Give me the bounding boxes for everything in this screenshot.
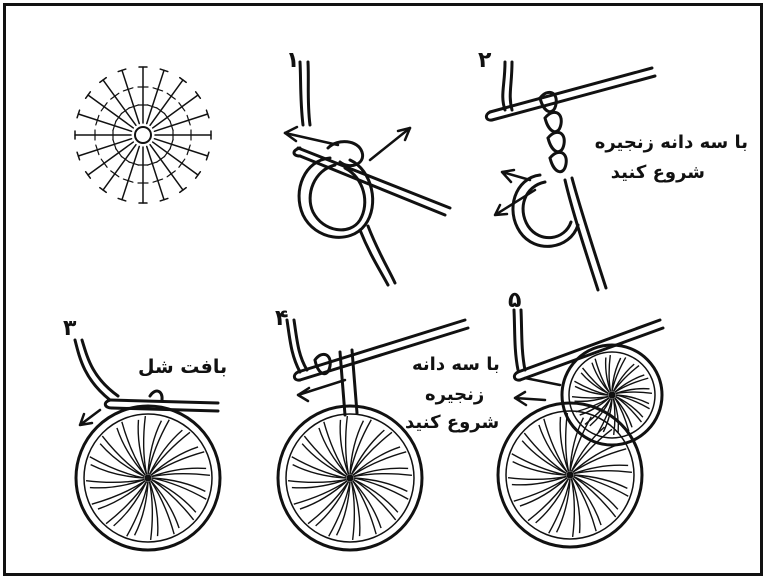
step2-number: ۲	[478, 50, 491, 72]
chart-stitch-bar	[157, 156, 165, 162]
step5-circle-stitches	[508, 413, 632, 537]
chart-stitch-bar	[157, 108, 165, 114]
step4-label-line2: زنجیره	[425, 384, 484, 405]
step5-upper-stitches	[572, 355, 652, 435]
step5-illustration	[498, 310, 663, 547]
step1-number: ۱	[286, 50, 299, 72]
chart-stitch	[78, 114, 131, 131]
chart-stitch-bar	[167, 93, 175, 99]
step3-circle-stitches	[86, 416, 210, 540]
stitch-chart-symbol	[75, 67, 211, 203]
chart-stitch	[147, 146, 164, 199]
chart-stitch	[122, 70, 139, 123]
chart-stitch-cap	[86, 92, 91, 98]
chart-stitch-cap	[196, 172, 201, 178]
step3-number: ۳	[63, 318, 76, 340]
chart-stitch-cap	[100, 78, 106, 83]
step3-label: بافت شل	[138, 356, 227, 378]
chart-stitch-bar	[116, 113, 122, 121]
chart-stitch-bar	[164, 113, 170, 121]
chart-stitch-cap	[180, 78, 186, 83]
chart-stitch	[78, 139, 131, 156]
chart-stitch-bar	[167, 171, 175, 177]
step4-label-line3: شروع کنید	[405, 412, 499, 433]
chart-stitch-cap	[196, 92, 201, 98]
chart-stitch-bar	[101, 103, 107, 111]
chart-stitch-bar	[101, 159, 107, 167]
chart-stitch-cap	[100, 188, 106, 193]
chart-stitch	[147, 70, 164, 123]
step2-label-line1: با سه دانه زنجیره	[595, 132, 748, 153]
chart-stitch-bar	[164, 149, 170, 157]
chart-stitch	[122, 146, 139, 199]
chart-stitch	[154, 114, 207, 131]
chart-stitch-cap	[86, 172, 91, 178]
chart-stitch-bar	[179, 159, 185, 167]
chart-stitch-bar	[121, 156, 129, 162]
chart-stitch-bar	[121, 108, 129, 114]
chart-stitch-cap	[180, 188, 186, 193]
step2-label-line2: شروع کنید	[611, 162, 705, 183]
chart-stitch-bar	[111, 93, 119, 99]
chart-stitch-bar	[111, 171, 119, 177]
step4-number: ۴	[275, 308, 288, 330]
step1-illustration	[285, 62, 450, 285]
step5-number: ۵	[508, 290, 521, 312]
step4-circle-stitches	[288, 416, 412, 540]
chart-stitch-bar	[116, 149, 122, 157]
step4-label-line1: با سه دانه	[412, 354, 500, 375]
chart-stitch	[154, 139, 207, 156]
chart-stitch-bar	[179, 103, 185, 111]
